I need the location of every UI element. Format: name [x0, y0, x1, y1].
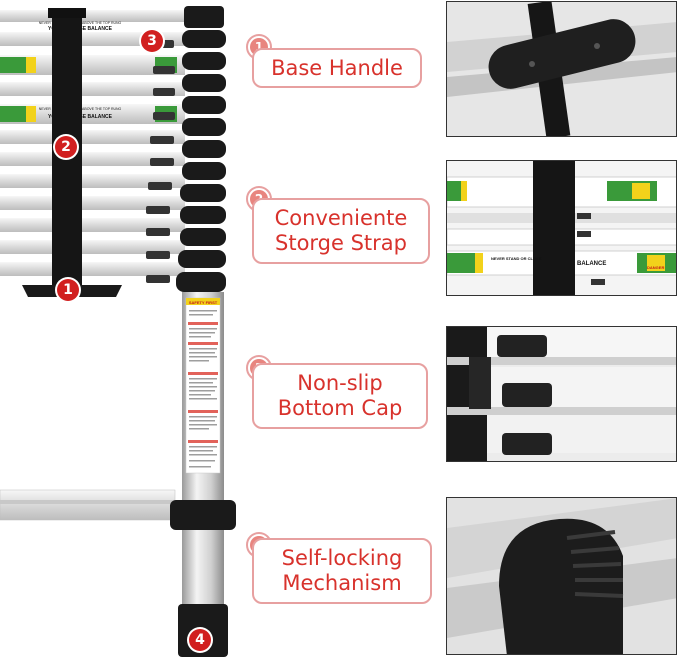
ladder-badge-handle: 3 — [141, 30, 163, 52]
lock-closeup-art — [447, 498, 676, 654]
feature-title-line2: Storge Strap — [275, 231, 407, 255]
lower-lock-collar — [170, 500, 236, 530]
strap-closeup-art — [447, 161, 676, 295]
rung-stack — [0, 10, 185, 276]
photo-storage-strap: NEVER STAND OR CLOSE BALANCE DANGER — [446, 160, 677, 296]
caps-closeup-art — [447, 327, 676, 461]
feature-label-box: Non-slip Bottom Cap — [252, 363, 428, 429]
safety-label-title: SAFETY FIRST — [189, 300, 218, 305]
ladder-illustration: NEVER STAND OR CLIMB ABOVE THE TOP RUNG … — [0, 6, 236, 657]
feature-title-line1: Non-slip — [297, 371, 383, 395]
photo-bottom-cap — [446, 326, 677, 462]
feature-title-line2: Mechanism — [282, 571, 402, 595]
strap-panel-danger-text: DANGER — [647, 265, 665, 270]
feature-label-box: Base Handle — [252, 48, 422, 88]
safety-label — [185, 297, 221, 474]
ladder-badge-base: 1 — [57, 279, 79, 301]
lock-caps — [176, 6, 226, 292]
feature-title-line1: Base Handle — [271, 55, 403, 80]
feature-title-line1: Self-locking — [281, 546, 403, 570]
handle-closeup-art — [447, 2, 676, 136]
feature-title-line2: Bottom Cap — [277, 396, 403, 420]
photo-base-handle — [446, 1, 677, 137]
ladder-side-bar — [0, 489, 176, 521]
ladder-badge-strap: 2 — [55, 136, 77, 158]
feature-title-line1: Conveniente — [274, 206, 408, 230]
feature-label-box: Self-locking Mechanism — [252, 538, 432, 604]
strap-panel-warning-text: NEVER STAND OR CLOSE — [491, 256, 542, 261]
feature-label-box: Conveniente Storge Strap — [252, 198, 430, 264]
ladder-badge-foot: 4 — [189, 629, 211, 651]
strap-panel-balance-text: BALANCE — [577, 261, 607, 267]
photo-self-locking — [446, 497, 677, 655]
